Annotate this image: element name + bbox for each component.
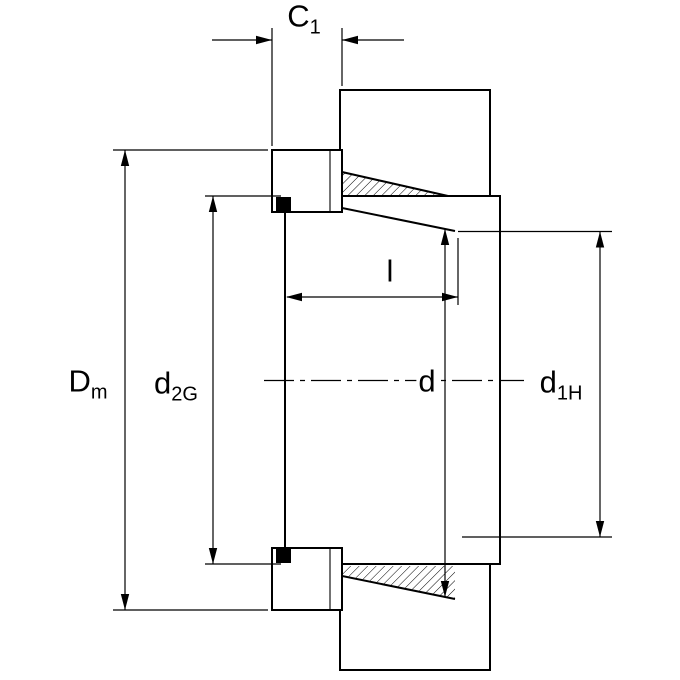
dim-label-c1-main: C: [287, 0, 310, 34]
dimension-l: [286, 238, 459, 305]
dim-label-d2g: d2G: [152, 365, 200, 405]
dim-label-c1-sub: 1: [309, 16, 321, 39]
arrowhead-icon: [440, 229, 450, 245]
dim-label-dm: Dm: [66, 363, 110, 403]
arrowhead-icon: [286, 292, 302, 302]
dim-label-d1h-sub: 1H: [556, 382, 583, 405]
dim-label-l-main: l: [386, 253, 394, 289]
arrowhead-icon: [595, 231, 605, 248]
dim-label-d-main: d: [418, 363, 436, 399]
arrowhead-icon: [208, 196, 218, 212]
lock-washer-tab-lower: [276, 549, 291, 563]
dim-label-c1: C1: [285, 0, 323, 38]
dimension-dm: [113, 149, 268, 611]
arrowhead-icon: [120, 594, 130, 610]
locknut-upper: [271, 149, 343, 213]
dim-label-d2g-sub: 2G: [171, 383, 198, 406]
dim-label-d2g-main: d: [154, 365, 172, 401]
locknut-lower: [271, 547, 343, 611]
dim-label-dm-sub: m: [90, 381, 108, 404]
dimension-c1: [212, 28, 404, 146]
dimension-d1h: [458, 230, 612, 538]
arrowhead-icon: [440, 581, 450, 597]
dim-label-d: d: [416, 363, 438, 399]
arrowhead-icon: [342, 35, 358, 45]
dim-label-dm-main: D: [68, 363, 91, 399]
lock-washer-tab-upper: [276, 197, 291, 211]
dim-label-d1h: d1H: [537, 364, 585, 404]
arrowhead-icon: [442, 292, 458, 302]
dim-label-l: l: [384, 253, 396, 289]
dim-label-d1h-main: d: [539, 364, 557, 400]
arrowhead-icon: [120, 150, 130, 166]
dimension-d: [440, 229, 450, 597]
arrowhead-icon: [208, 548, 218, 564]
section-edge-upper: [341, 171, 449, 197]
arrowhead-icon: [595, 521, 605, 537]
arrowhead-icon: [256, 35, 272, 45]
dimension-d2g: [205, 195, 281, 565]
